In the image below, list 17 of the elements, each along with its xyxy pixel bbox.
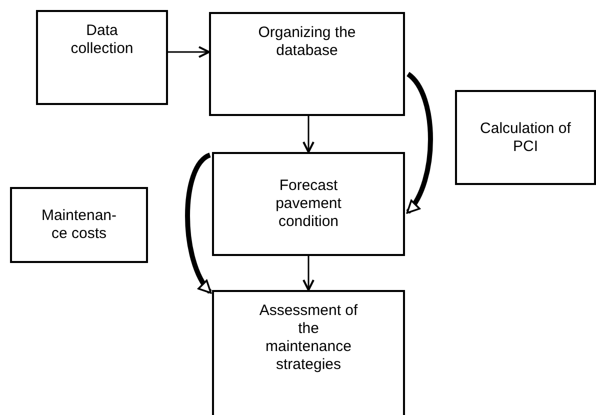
box-text: Forecast pavement condition <box>274 177 342 231</box>
process-box <box>36 10 168 105</box>
box-text: Maintenan-ce costs <box>40 207 118 243</box>
arrow <box>302 256 314 291</box>
process-box <box>10 187 148 263</box>
process-box <box>212 290 405 415</box>
process-box <box>455 90 596 185</box>
arrow <box>168 46 210 58</box>
box-text: Calculation of PCI <box>479 120 572 156</box>
arrow <box>302 116 314 153</box>
curved-arrow <box>406 72 433 214</box>
box-text: Assessment of the maintenance strategies <box>258 302 359 374</box>
process-box <box>212 152 405 256</box>
box-text: Data collection <box>70 22 134 58</box>
process-box <box>209 12 405 116</box>
curved-arrow <box>185 152 212 294</box>
box-text: Organizing the database <box>257 24 357 60</box>
